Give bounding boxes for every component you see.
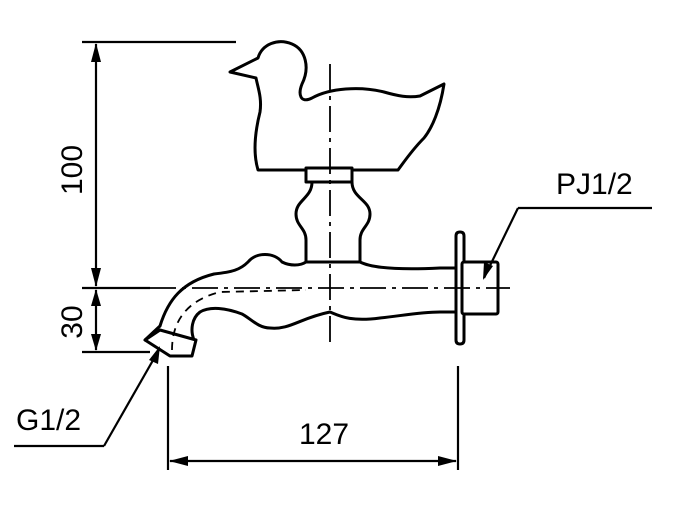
dim-30-arrow-top (91, 289, 101, 306)
dim-100-label: 100 (56, 145, 89, 195)
callout-pj12: PJ1/2 (483, 168, 652, 280)
dim-127-label: 127 (299, 418, 349, 451)
callout-g12-leader (103, 347, 161, 447)
handle-collar (304, 166, 354, 184)
duck-handle (228, 40, 446, 172)
dim-30-arrow-bottom (91, 334, 101, 351)
valve-body-neck (294, 180, 372, 264)
dimension-30: 30 (56, 289, 150, 354)
callout-pj12-label: PJ1/2 (556, 168, 633, 201)
spout-waterway-hidden (171, 289, 307, 351)
dim-100-arrow-top (91, 43, 101, 62)
callout-g12-label: G1/2 (16, 404, 81, 437)
dim-100-arrow-bottom (91, 268, 101, 287)
dim-30-label: 30 (56, 305, 89, 338)
dim-127-arrow-right (438, 456, 457, 466)
callout-g12: G1/2 (14, 346, 161, 448)
spout-nozzle (143, 328, 198, 358)
callout-pj12-arrow (483, 262, 493, 280)
dim-127-arrow-left (169, 456, 188, 466)
faucet-body (143, 253, 460, 356)
callout-g12-arrow (149, 346, 160, 364)
dimension-100: 100 (56, 40, 236, 290)
dimension-127: 127 (166, 366, 460, 470)
